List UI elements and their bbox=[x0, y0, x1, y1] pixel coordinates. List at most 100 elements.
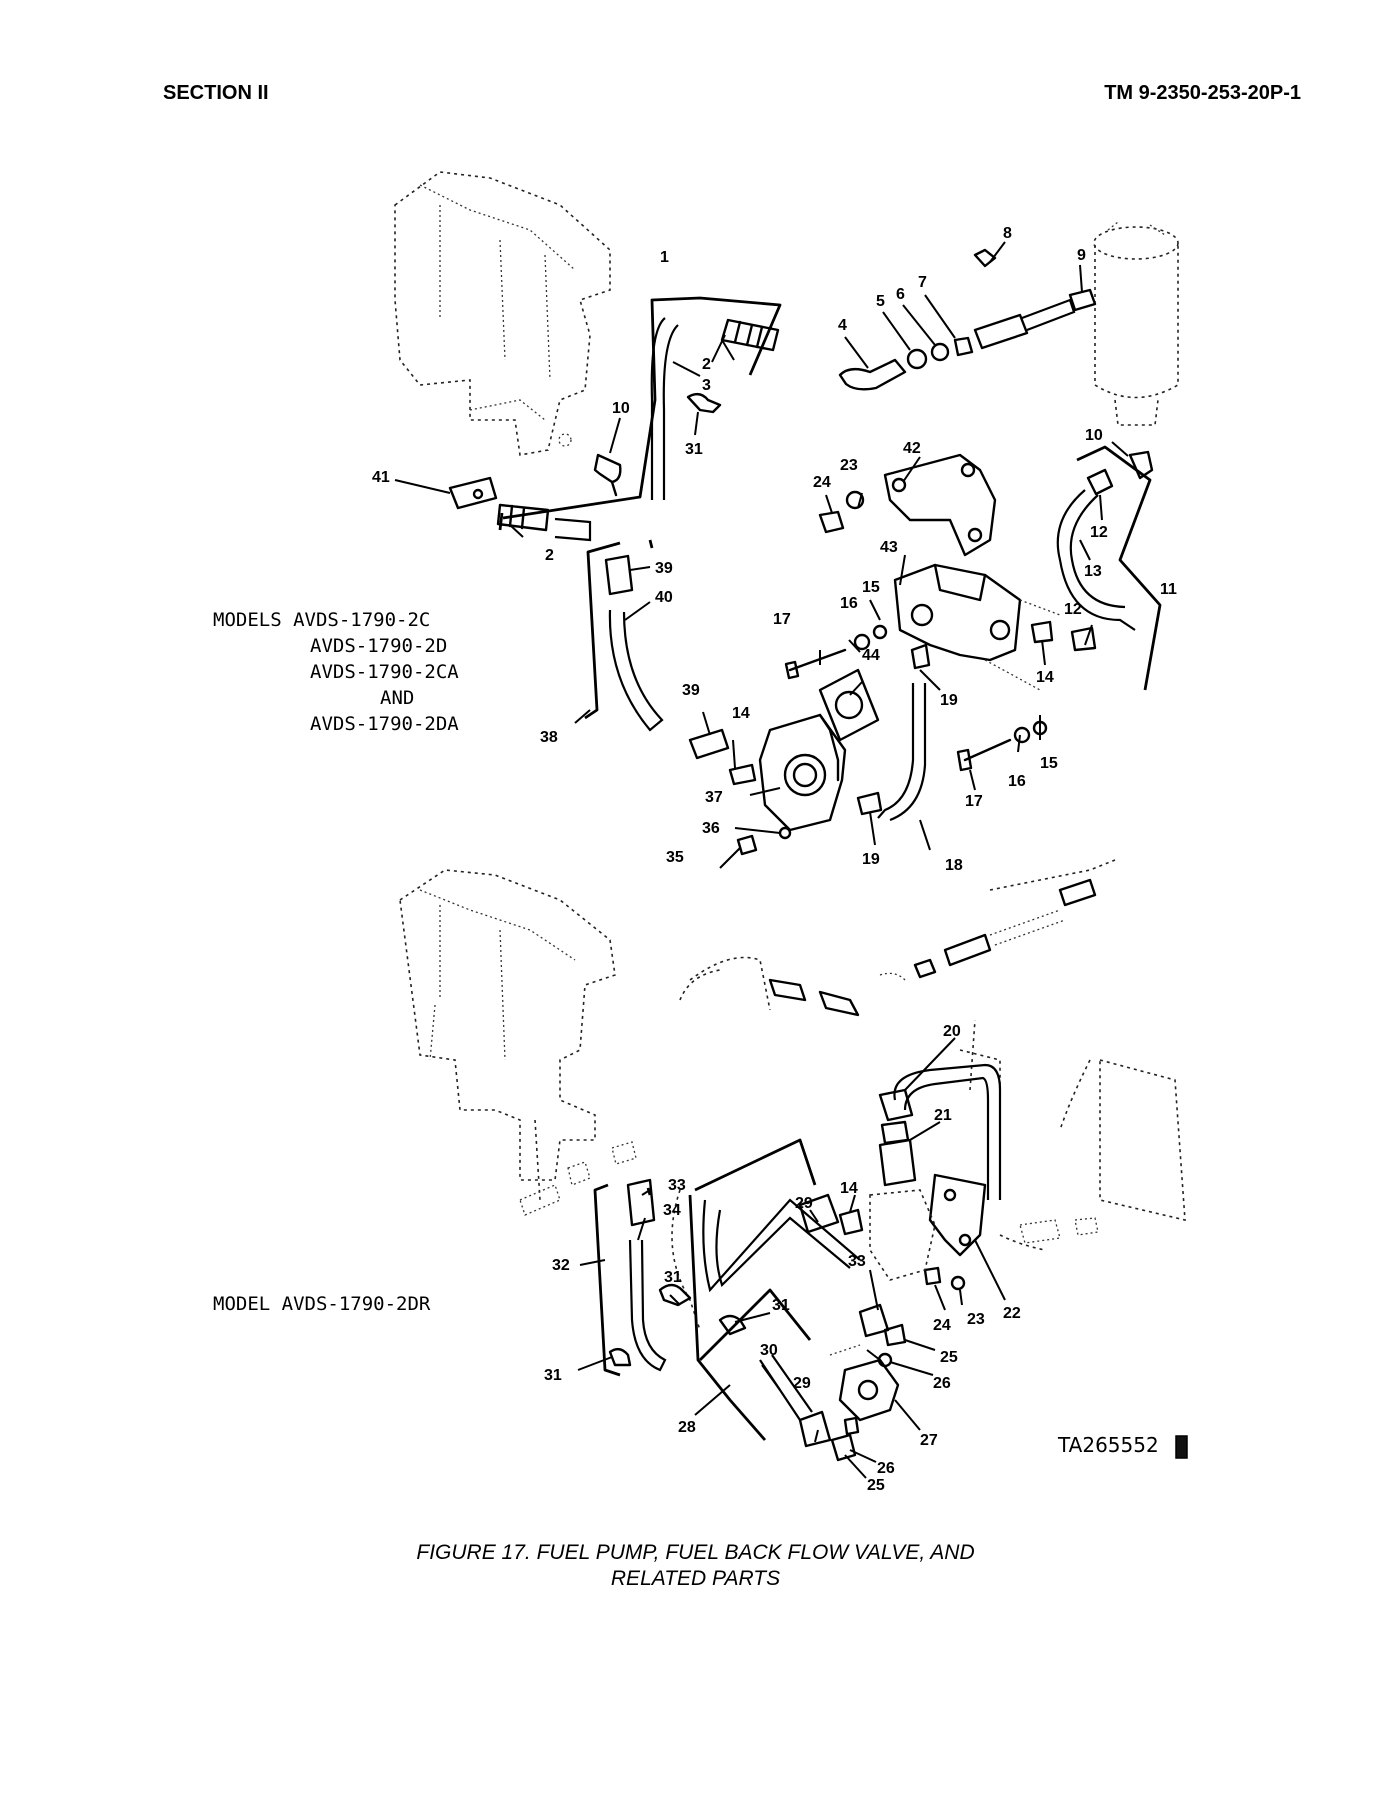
elbow-20-end bbox=[878, 1088, 914, 1122]
bracket-22 bbox=[928, 1173, 987, 1257]
callout-33: 33 bbox=[848, 1253, 866, 1270]
ghost-fittings-right bbox=[1019, 1217, 1099, 1244]
connector-14-lower bbox=[838, 1208, 864, 1236]
model-line-4: AND bbox=[380, 687, 414, 709]
hose-fitting-2-lower bbox=[496, 503, 592, 542]
model-line-2: AVDS-1790-2D bbox=[310, 635, 447, 657]
model-line-1: MODELS AVDS-1790-2C bbox=[213, 609, 430, 631]
fitting-33-right bbox=[858, 1303, 890, 1338]
valve-27 bbox=[829, 1344, 900, 1422]
callout-29: 29 bbox=[793, 1375, 811, 1392]
callout-19: 19 bbox=[940, 692, 958, 709]
hose-20 bbox=[893, 1063, 1002, 1200]
callout-24: 24 bbox=[813, 474, 831, 491]
ghost-valve-block-lower bbox=[869, 1189, 936, 1281]
manual-number: TM 9-2350-253-20P-1 bbox=[1104, 82, 1301, 104]
hose-3 bbox=[650, 317, 679, 500]
ghost-fittings-left bbox=[519, 1141, 637, 1216]
callout-4: 4 bbox=[838, 317, 847, 334]
hose-fitting-2-upper bbox=[720, 318, 780, 352]
callout-19: 19 bbox=[862, 851, 880, 868]
nut-7 bbox=[953, 336, 974, 357]
callout-5: 5 bbox=[876, 293, 885, 310]
callout-32: 32 bbox=[552, 1257, 570, 1274]
hose-13 bbox=[1056, 489, 1136, 631]
clamp-31-lower-b bbox=[718, 1314, 747, 1336]
callout-21: 21 bbox=[934, 1107, 952, 1124]
callout-33: 33 bbox=[668, 1177, 686, 1194]
elbow-10-right bbox=[1128, 450, 1154, 480]
hose-bracket-1 bbox=[502, 296, 782, 520]
callout-16: 16 bbox=[840, 595, 858, 612]
callout-37: 37 bbox=[705, 789, 723, 806]
elbow-25-upper bbox=[883, 1323, 907, 1347]
callout-15: 15 bbox=[862, 579, 880, 596]
hose-loop-lower bbox=[702, 1198, 861, 1293]
nut-6 bbox=[930, 342, 950, 362]
fitting-39-top bbox=[604, 554, 634, 596]
fitting-12-top bbox=[1086, 468, 1114, 496]
callout-10: 10 bbox=[1085, 427, 1103, 444]
hose-bracket-28 bbox=[688, 1138, 817, 1441]
washer-23-lower bbox=[950, 1275, 966, 1291]
model-line-3: AVDS-1790-2CA bbox=[310, 661, 459, 683]
leader-lines bbox=[394, 241, 1129, 1479]
callout-29: 29 bbox=[795, 1195, 813, 1212]
fitting-12-bottom bbox=[1070, 626, 1097, 652]
callout-17: 17 bbox=[965, 793, 983, 810]
callout-31: 31 bbox=[664, 1269, 682, 1286]
callout-14: 14 bbox=[1036, 669, 1054, 686]
callout-3: 3 bbox=[702, 377, 711, 394]
bolt-17-left bbox=[784, 624, 888, 680]
fuel-line-chain-lower bbox=[768, 878, 1097, 1017]
callout-16: 16 bbox=[1008, 773, 1026, 790]
callout-43: 43 bbox=[880, 539, 898, 556]
seal-26-lower bbox=[843, 1416, 860, 1436]
callout-44: 44 bbox=[862, 647, 880, 664]
callout-14: 14 bbox=[732, 705, 750, 722]
callout-38: 38 bbox=[540, 729, 558, 746]
hose-bracket-32 bbox=[593, 1183, 621, 1377]
callout-numbers: 1 2 2 3 4 5 6 7 8 9 10 10 11 12 12 13 14… bbox=[372, 225, 1177, 1494]
bracket-42 bbox=[883, 453, 997, 557]
connector-14-left bbox=[728, 763, 757, 786]
callout-39: 39 bbox=[655, 560, 673, 577]
caption-line-1: FIGURE 17. FUEL PUMP, FUEL BACK FLOW VAL… bbox=[416, 1541, 975, 1564]
callout-28: 28 bbox=[678, 1419, 696, 1436]
washer-23-upper bbox=[845, 490, 865, 510]
callout-12: 12 bbox=[1064, 601, 1082, 618]
ghost-fuel-filter-upper bbox=[1093, 221, 1179, 426]
callout-35: 35 bbox=[666, 849, 684, 866]
figure-caption: FIGURE 17. FUEL PUMP, FUEL BACK FLOW VAL… bbox=[0, 1540, 1391, 1592]
callout-11: 11 bbox=[1160, 581, 1177, 598]
connector-19-lower bbox=[856, 791, 883, 816]
callout-27: 27 bbox=[920, 1432, 938, 1449]
callout-22: 22 bbox=[1003, 1305, 1021, 1322]
model-label-upper: MODELS AVDS-1790-2C AVDS-1790-2D AVDS-17… bbox=[213, 609, 459, 735]
callout-40: 40 bbox=[655, 589, 673, 606]
hose-40 bbox=[608, 609, 664, 732]
callout-42: 42 bbox=[903, 440, 921, 457]
callout-31: 31 bbox=[544, 1367, 562, 1384]
callout-17: 17 bbox=[773, 611, 791, 628]
bolt-17-right bbox=[956, 720, 1048, 772]
nut-24-upper bbox=[818, 510, 845, 534]
callout-14: 14 bbox=[840, 1180, 858, 1197]
gasket-44 bbox=[818, 668, 880, 742]
connector-19-upper bbox=[910, 643, 931, 670]
hose-34 bbox=[628, 1239, 667, 1372]
fitting-41 bbox=[448, 476, 498, 510]
callout-36: 36 bbox=[702, 820, 720, 837]
callout-2: 2 bbox=[545, 547, 554, 564]
callout-24: 24 bbox=[933, 1317, 951, 1334]
tube-18 bbox=[877, 683, 927, 822]
callout-6: 6 bbox=[896, 286, 905, 303]
callout-18: 18 bbox=[945, 857, 963, 874]
model-label-lower: MODEL AVDS-1790-2DR bbox=[213, 1293, 431, 1315]
callout-23: 23 bbox=[840, 457, 858, 474]
nut-35 bbox=[736, 834, 758, 856]
fitting-29-top bbox=[798, 1193, 840, 1234]
fitting-33-left bbox=[626, 1178, 656, 1227]
ghost-hose-lower bbox=[671, 859, 1186, 1331]
